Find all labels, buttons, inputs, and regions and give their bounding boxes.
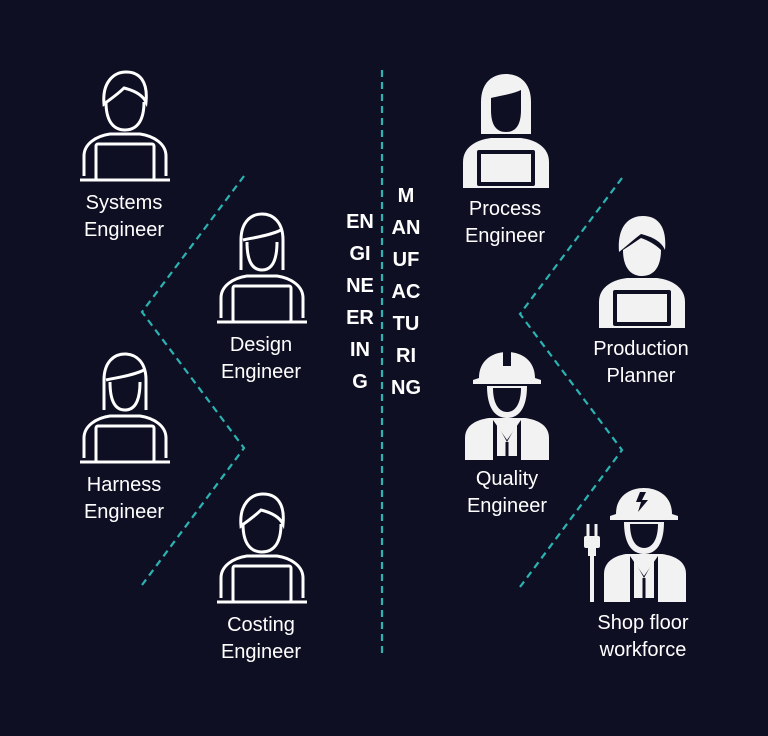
production-planner-line1: Production	[593, 338, 689, 360]
systems-engineer-line1: Systems	[85, 192, 163, 214]
shop-floor-workforce-line1: Shop floor	[597, 612, 689, 634]
electrician-plug-icon	[584, 488, 686, 602]
shop-floor-workforce-line2: workforce	[599, 639, 687, 661]
female-laptop-outline-icon	[217, 212, 307, 324]
male-laptop-outline-icon	[80, 70, 170, 182]
male-laptop-outline-icon	[217, 492, 307, 604]
hardhat-worker-vest-icon	[465, 352, 549, 460]
costing-engineer-line2: Engineer	[220, 641, 302, 663]
role-harness-engineer: Harness Engineer	[49, 346, 199, 526]
female-laptop-outline-icon	[80, 352, 170, 464]
design-engineer-line2: Engineer	[220, 361, 302, 383]
process-engineer-line2: Engineer	[464, 225, 546, 247]
left-chevron-line	[140, 175, 246, 586]
design-engineer-line1: Design	[229, 334, 293, 356]
role-quality-engineer: Quality Engineer	[432, 348, 582, 520]
quality-engineer-line1: Quality	[475, 468, 539, 490]
male-laptop-filled-icon	[599, 216, 685, 328]
role-shop-floor-workforce: Shop floor workforce	[568, 484, 718, 664]
right-chevron-line	[518, 177, 624, 588]
role-production-planner: Production Planner	[566, 210, 716, 390]
manufacturing-column-label: MANUFACTURING	[391, 185, 421, 399]
role-design-engineer: Design Engineer	[186, 206, 336, 386]
female-laptop-filled-icon	[463, 74, 549, 188]
harness-engineer-line1: Harness	[86, 474, 162, 496]
quality-engineer-line2: Engineer	[466, 495, 548, 517]
role-costing-engineer: Costing Engineer	[186, 486, 336, 666]
production-planner-line2: Planner	[606, 365, 676, 387]
role-process-engineer: Process Engineer	[430, 70, 580, 250]
harness-engineer-line2: Engineer	[83, 501, 165, 523]
costing-engineer-line1: Costing	[227, 614, 295, 636]
engineering-column-label: ENGINEERING	[346, 211, 374, 393]
role-systems-engineer: Systems Engineer	[49, 64, 199, 244]
systems-engineer-line2: Engineer	[83, 219, 165, 241]
process-engineer-line1: Process	[468, 198, 542, 220]
